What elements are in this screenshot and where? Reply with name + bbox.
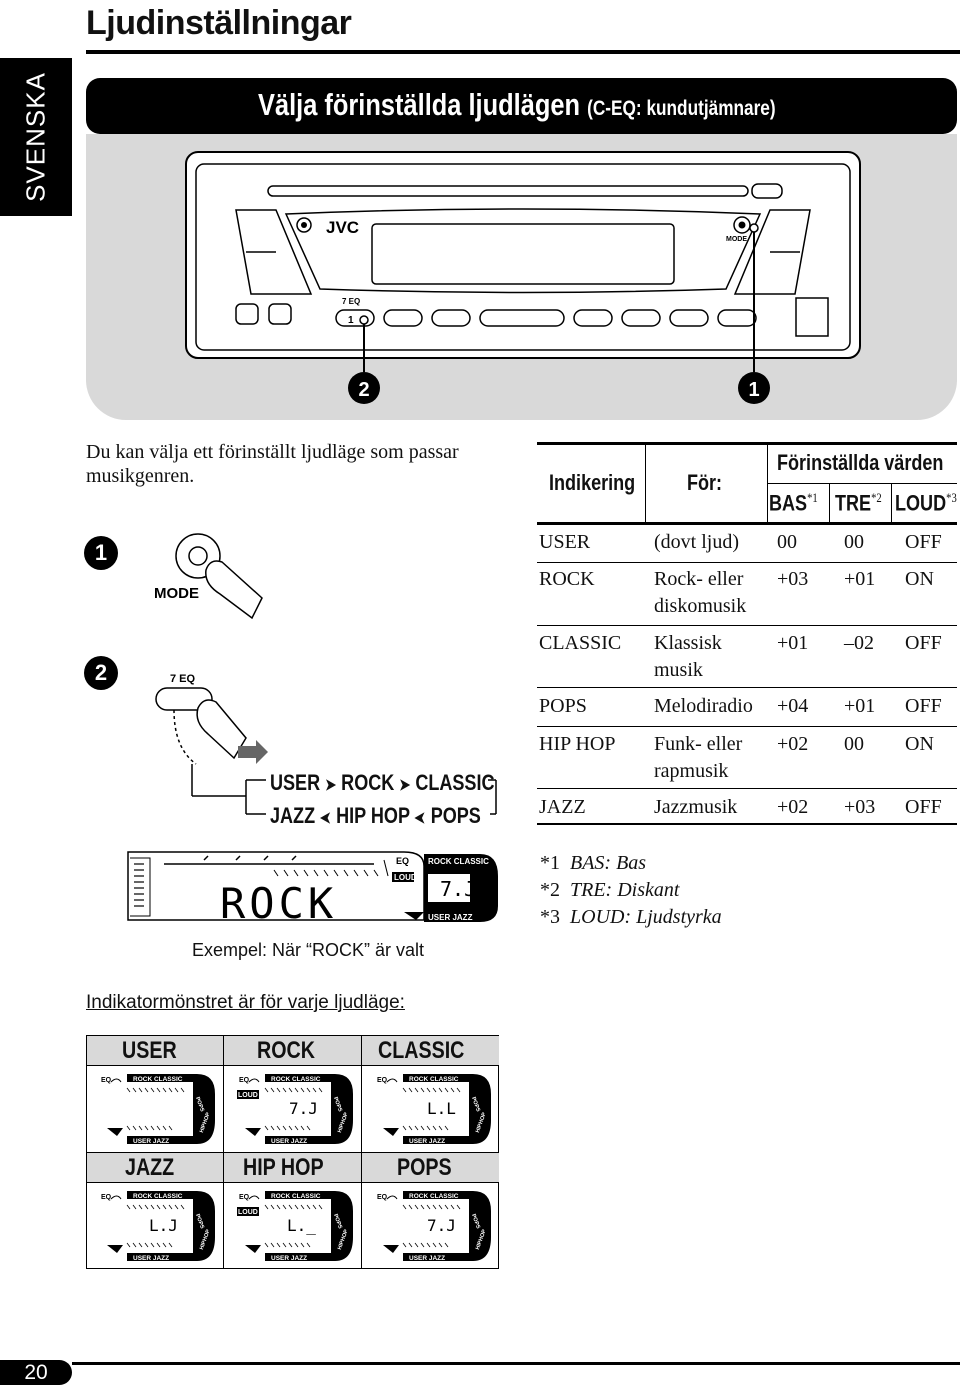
title-rule	[86, 50, 960, 54]
cycle-hiphop: HIP HOP	[336, 803, 410, 828]
pattern-label-jazz: JAZZ	[87, 1153, 224, 1183]
pattern-jazz-icon: L.J	[100, 1190, 216, 1263]
section-title-wrap: Välja förinställda ljudlägen (C-EQ: kund…	[258, 87, 776, 123]
pattern-grid: USER ROCK CLASSIC JAZZ HIP HOP POPS EQ R…	[86, 1035, 499, 1269]
pattern-user-icon	[100, 1073, 216, 1146]
footnote-2: *2 TRE: Diskant	[540, 879, 680, 901]
col-preset: Förinställda värden	[777, 450, 944, 475]
lcd-window	[371, 223, 675, 285]
footnote-1: *1 BAS: Bas	[540, 852, 647, 874]
number-button-8	[717, 309, 757, 327]
pattern-label-pops: POPS	[362, 1153, 499, 1183]
svg-text:7.J: 7.J	[440, 877, 476, 901]
mode-cycle: USER ➤ ROCK ➤ CLASSIC JAZZ ➤ HIP HOP ➤ P…	[270, 770, 495, 828]
display-text: ROCK	[220, 879, 337, 926]
col-loud: LOUD*3	[895, 490, 957, 516]
page-title: Ljudinställningar	[86, 4, 352, 42]
callout-step-2	[348, 372, 380, 404]
cd-slot	[267, 185, 749, 197]
bottom-rule	[72, 1362, 960, 1365]
pattern-label-rock: ROCK	[224, 1036, 362, 1066]
pattern-rock-icon: LOUD 7.J	[237, 1073, 354, 1146]
number-button-2	[383, 309, 423, 327]
svg-text:7.J: 7.J	[427, 1216, 456, 1235]
eq-press-illustration: 7 EQ	[155, 673, 497, 815]
col-bas: BAS*1	[769, 490, 818, 516]
page-number: 20	[0, 1360, 72, 1385]
svg-text:7.J: 7.J	[289, 1099, 318, 1118]
eq-button-key: 1	[348, 315, 354, 326]
display-eq: EQ	[396, 856, 409, 866]
detach-button	[795, 297, 829, 337]
svg-text:L.J: L.J	[149, 1216, 178, 1235]
pattern-classic-icon: L.L	[376, 1073, 492, 1146]
device-panel: JVC MODE 7 EQ 1 2 1	[86, 134, 957, 420]
svg-text:LOUD: LOUD	[238, 1209, 258, 1216]
step2-eq-label: 7 EQ	[170, 673, 196, 685]
step1-mode-label: MODE	[154, 585, 199, 602]
cycle-user: USER	[270, 770, 321, 795]
number-button-wide	[479, 309, 565, 327]
eq-key-icon	[155, 687, 213, 711]
col-tre: TRE*2	[835, 490, 882, 516]
mode-press-illustration: MODE	[154, 533, 263, 620]
cycle-rock: ROCK	[341, 770, 395, 795]
step-2-badge: 2	[84, 656, 118, 690]
eject-button	[751, 183, 783, 199]
intro-text: Du kan välja ett förinställt ljudläge so…	[86, 441, 459, 487]
cycle-pops: POPS	[430, 803, 481, 828]
pattern-label-classic: CLASSIC	[362, 1036, 499, 1066]
section-banner: Välja förinställda ljudlägen (C-EQ: kund…	[86, 78, 957, 134]
language-tab: SVENSKA	[0, 58, 72, 216]
section-subtitle: (C-EQ: kundutjämnare)	[587, 97, 776, 120]
preset-button-a	[235, 303, 259, 325]
footnote-3: *3 LOUD: Ljudstyrka	[540, 906, 722, 928]
number-button-7	[669, 309, 709, 327]
display-example: ROCK EQ LOUD ROCK CLASSIC USER JAZZ 7.J	[127, 851, 498, 926]
pattern-pops-icon: 7.J	[376, 1190, 492, 1263]
cycle-jazz: JAZZ	[270, 803, 316, 828]
section-title: Välja förinställda ljudlägen	[258, 87, 581, 122]
pattern-hiphop-icon: LOUD L._	[237, 1190, 354, 1263]
svg-text:L.L: L.L	[427, 1099, 456, 1118]
number-button-6	[621, 309, 661, 327]
arrow-icon	[238, 740, 268, 764]
svg-text:ROCK CLASSIC: ROCK CLASSIC	[428, 857, 489, 866]
callout-step-1	[738, 372, 770, 404]
svg-text:USER JAZZ: USER JAZZ	[428, 913, 473, 922]
mode-label: MODE	[726, 236, 747, 243]
pattern-label-user: USER	[87, 1036, 224, 1066]
svg-text:2: 2	[358, 379, 369, 401]
svg-text:LOUD: LOUD	[238, 1092, 258, 1099]
pattern-label-hiphop: HIP HOP	[224, 1153, 362, 1183]
svg-text:1: 1	[748, 379, 759, 401]
pattern-heading: Indikatormönstret är för varje ljudläge:	[86, 992, 405, 1013]
display-loud: LOUD	[394, 873, 417, 882]
step-1-badge: 1	[84, 536, 118, 570]
col-indikering: Indikering	[549, 470, 636, 495]
svg-text:L._: L._	[287, 1216, 316, 1235]
brand-logo: JVC	[326, 218, 359, 237]
col-for: För:	[687, 470, 723, 495]
number-button-3	[431, 309, 471, 327]
preset-button-b	[268, 303, 292, 325]
footnotes: *1 BAS: Bas *2 TRE: Diskant *3 LOUD: Lju…	[540, 850, 722, 931]
car-stereo-illustration: JVC MODE 7 EQ 1 2 1	[185, 151, 861, 404]
eq-label: 7 EQ	[342, 297, 360, 306]
finger-icon	[205, 560, 263, 620]
cycle-classic: CLASSIC	[415, 770, 495, 795]
number-button-5	[573, 309, 613, 327]
example-caption: Exempel: När “ROCK” är valt	[192, 940, 425, 960]
language-label: SVENSKA	[20, 72, 51, 202]
stereo-inner-frame	[195, 163, 851, 351]
